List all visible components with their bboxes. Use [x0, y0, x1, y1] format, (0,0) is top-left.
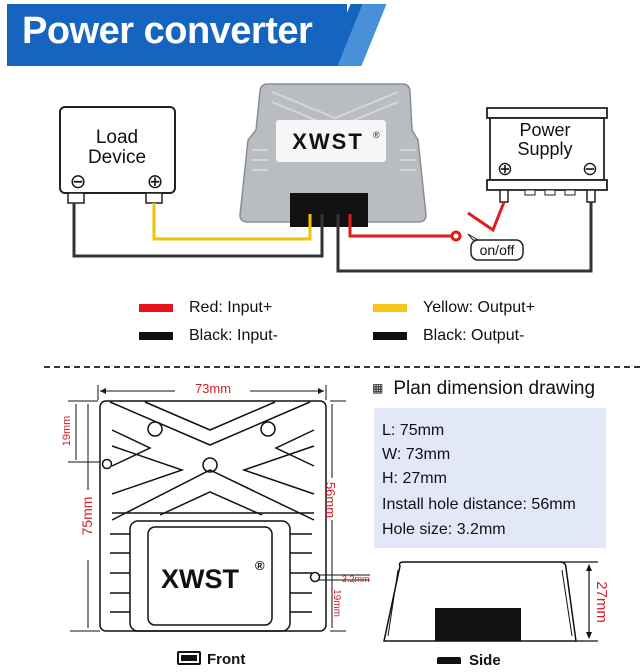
yellow-output-wire: [152, 203, 312, 241]
black-swatch: [373, 331, 407, 340]
dim-bottom-offset: 19mm: [331, 589, 342, 617]
legend-label: Yellow: Output+: [423, 299, 535, 316]
front-view-icon: [177, 651, 201, 665]
side-caption: Side: [437, 652, 501, 669]
black-input-wire: [336, 202, 593, 273]
title-banner: [7, 4, 347, 66]
mount-hole-bottom: [309, 571, 321, 583]
spec-box: L: 75mm W: 73mm H: 27mm Install hole dis…: [374, 408, 606, 548]
load-device: Load Device ⊖ ⊕: [59, 106, 176, 204]
load-device-label-1: Load: [96, 127, 138, 148]
list-icon: ▦: [372, 381, 384, 395]
dim-length: 75mm: [79, 497, 95, 536]
spec-width: W: 73mm: [382, 446, 451, 463]
wires: [72, 201, 593, 273]
positive-terminal-icon: ⊕: [147, 171, 164, 193]
red-swatch: [139, 303, 173, 312]
switch-label-bubble: on/off: [467, 233, 524, 261]
legend-item-yellow: Yellow: Output+: [373, 299, 535, 317]
switch-label: on/off: [480, 242, 515, 258]
black-swatch: [139, 331, 173, 340]
legend-label: Black: Output-: [423, 327, 525, 344]
negative-terminal-icon: ⊖: [70, 171, 87, 193]
front-registered-mark: ®: [255, 558, 265, 573]
section-divider: [44, 366, 640, 368]
page-title: Power converter: [22, 10, 313, 52]
power-supply-label-1: Power: [519, 120, 570, 140]
red-input-wire: [348, 214, 452, 238]
front-outline: [99, 400, 327, 632]
switch-lever: [467, 201, 506, 233]
dim-top-offset: 19mm: [61, 416, 73, 447]
converter-device: XWST ®: [239, 83, 427, 227]
negative-terminal-icon: ⊖: [582, 159, 598, 180]
spec-hole-size: Hole size: 3.2mm: [382, 521, 506, 538]
positive-terminal-icon: ⊕: [497, 159, 513, 180]
front-caption: Front: [177, 651, 245, 668]
wiring-diagram: Load Device ⊖ ⊕ XWST ® Power Supply ⊕ ⊖: [59, 83, 608, 273]
dim-width: 73mm: [195, 381, 231, 396]
legend-label: Red: Input+: [189, 299, 273, 316]
spec-hole-distance: Install hole distance: 56mm: [382, 496, 576, 513]
yellow-swatch: [373, 303, 407, 312]
plan-title-text: Plan dimension drawing: [393, 378, 596, 399]
converter-brand: XWST: [292, 129, 364, 154]
dim-hole-distance: 56mm: [323, 482, 338, 518]
legend-label: Black: Input-: [189, 327, 278, 344]
legend-item-black-output: Black: Output-: [373, 327, 524, 345]
registered-mark: ®: [373, 130, 380, 140]
legend-item-black-input: Black: Input-: [139, 327, 278, 345]
power-supply: Power Supply ⊕ ⊖: [486, 107, 608, 203]
mount-hole-top: [101, 458, 113, 470]
front-drawing: 73mm 19mm 75mm 56mm 19mm 3.2mm XWST ®: [61, 381, 370, 632]
dim-hole-size: 3.2mm: [342, 574, 370, 584]
spec-height: H: 27mm: [382, 470, 447, 487]
switch-contact-icon: [450, 230, 462, 242]
load-device-label-2: Device: [88, 147, 146, 168]
black-output-wire: [72, 203, 324, 258]
power-supply-label-2: Supply: [517, 139, 572, 159]
front-brand: XWST: [161, 564, 240, 594]
side-drawing: 27mm: [383, 561, 610, 642]
spec-length: L: 75mm: [382, 422, 445, 439]
dim-height: 27mm: [593, 581, 610, 623]
legend-item-red: Red: Input+: [139, 299, 272, 317]
plan-title: ▦ Plan dimension drawing: [372, 378, 595, 400]
side-view-icon: [437, 657, 461, 664]
